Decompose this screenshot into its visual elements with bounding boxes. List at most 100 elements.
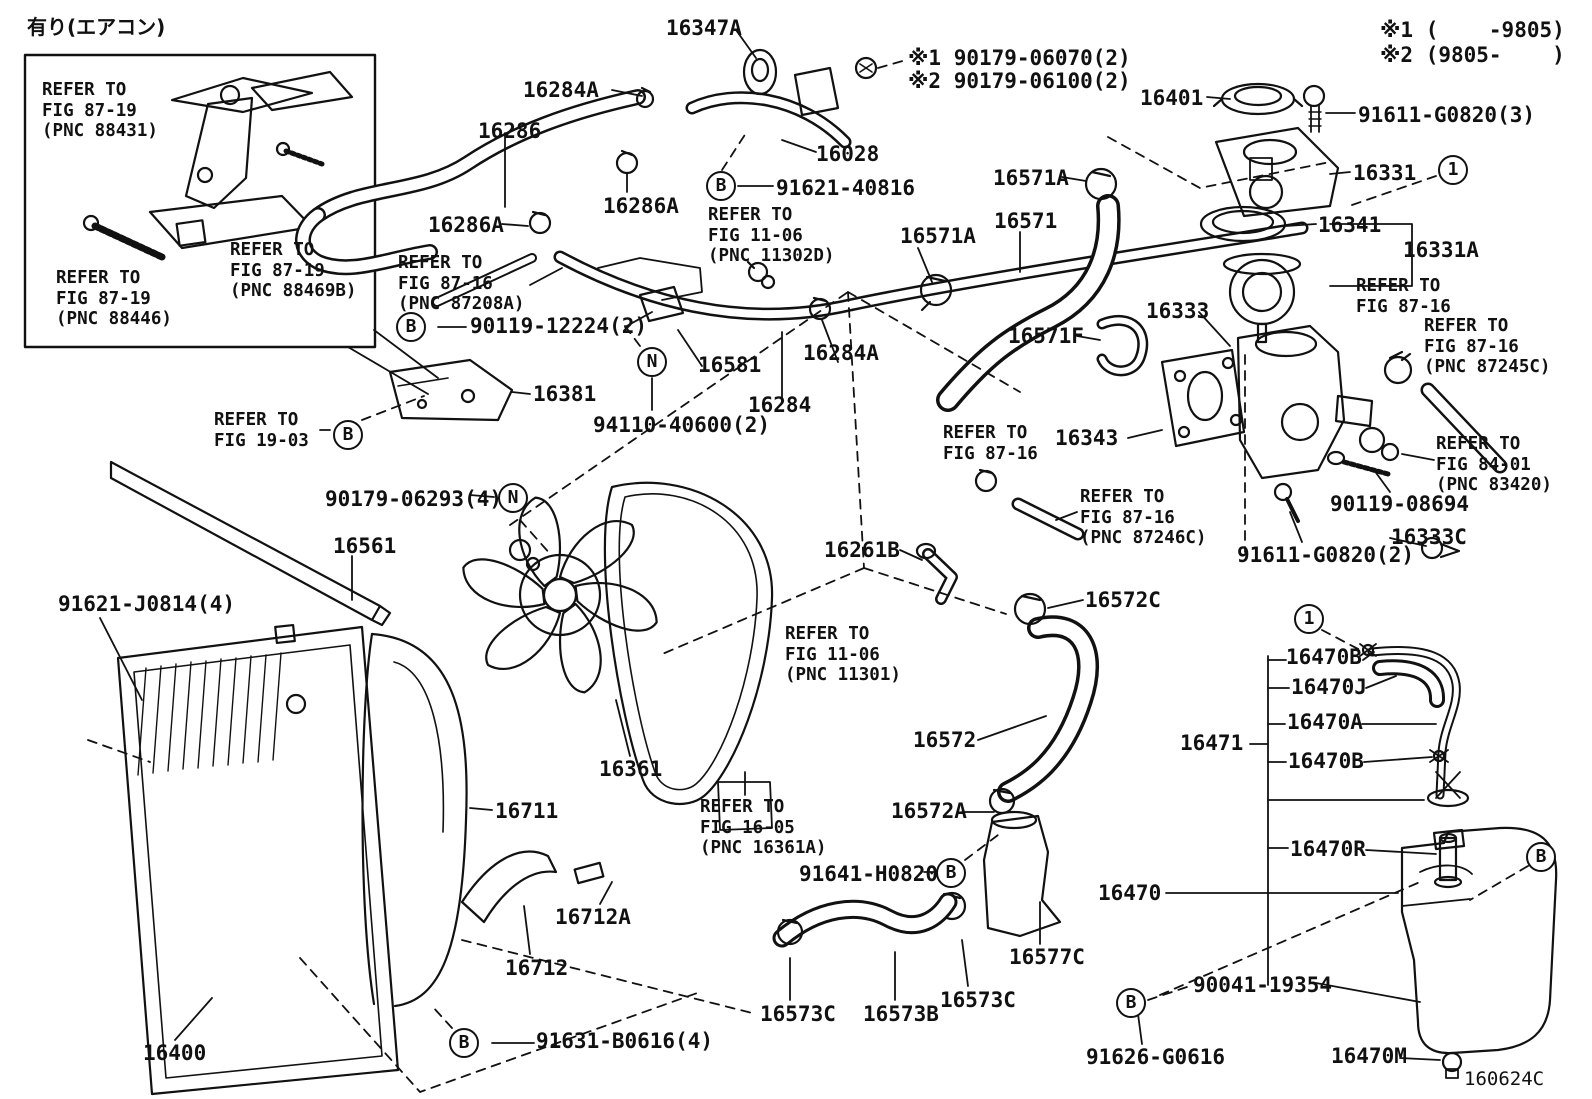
part-91631-B0616: 91631-B0616(4)	[536, 1029, 714, 1053]
part-16286A-left: 16286A	[428, 213, 504, 237]
part-16401: 16401	[1140, 86, 1204, 110]
radiator-sketch	[116, 624, 400, 1096]
dashed-lines	[87, 59, 1529, 1093]
hose-16572-sketch	[988, 592, 1100, 815]
part-16561: 16561	[333, 534, 397, 558]
fan-shroud-sketch	[361, 632, 468, 1008]
outlet-16331-sketch	[1214, 126, 1340, 218]
part-91621-40816: 91621-40816	[776, 176, 916, 200]
part-91611-G0820-3: 91611-G0820(3)	[1358, 103, 1536, 127]
part-16333C: 16333C	[1391, 525, 1467, 549]
note-fig11-06-11301: REFER TO FIG 11-06 (PNC 11301)	[785, 624, 901, 686]
circle-N-94110: N	[637, 347, 667, 377]
part-16470J: 16470J	[1291, 675, 1367, 699]
leader-lines	[99, 29, 1441, 1061]
note-fig11-06-11302d: REFER TO FIG 11-06 (PNC 11302D)	[708, 205, 835, 267]
part-16470M: 16470M	[1331, 1044, 1407, 1068]
note-fig84-01: REFER TO FIG 84-01 (PNC 83420)	[1436, 434, 1552, 496]
part-16573C-right: 16573C	[940, 988, 1016, 1012]
part-16400: 16400	[143, 1041, 207, 1065]
note-fig87-16-87246c: REFER TO FIG 87-16 (PNC 87246C)	[1080, 487, 1207, 549]
part-16261B: 16261B	[824, 538, 900, 562]
injector-11302d-sketch	[746, 260, 776, 290]
part-90179-06100: ※2 90179-06100(2)	[908, 69, 1131, 93]
part-16470: 16470	[1098, 881, 1162, 905]
part-91621-J0814: 91621-J0814(4)	[58, 592, 236, 616]
plate-16333-sketch	[1160, 348, 1246, 448]
inset-box-sketch	[23, 53, 439, 395]
sensor-16333C-sketch	[1420, 536, 1461, 560]
joint-16261B-sketch	[915, 542, 958, 605]
part-90119-08694: 90119-08694	[1330, 492, 1470, 516]
circle-1-tank: 1	[1294, 604, 1324, 634]
part-16471: 16471	[1180, 731, 1244, 755]
circle-B-90119-12224: B	[396, 312, 426, 342]
part-16712: 16712	[505, 956, 569, 980]
part-16343: 16343	[1055, 426, 1119, 450]
part-91641-H0820: 91641-H0820	[799, 862, 939, 886]
hose-16286-sketch	[295, 89, 646, 276]
part-16341: 16341	[1318, 213, 1382, 237]
thermostat-16331A-sketch	[1199, 205, 1302, 344]
part-16571: 16571	[994, 209, 1058, 233]
tank-tube-16470A-sketch	[1359, 643, 1470, 889]
hose-16573B-sketch	[772, 892, 958, 948]
part-16028: 16028	[816, 142, 880, 166]
pipe-16284-sketch	[432, 221, 1309, 321]
circle-B-91631: B	[449, 1028, 479, 1058]
bolt-91611-3-sketch	[1302, 84, 1326, 133]
bracket-16581-sketch	[597, 257, 703, 323]
part-90041-19354: 90041-19354	[1193, 973, 1333, 997]
inset-title: 有り(エアコン)	[27, 15, 166, 39]
clamp-87245c-sketch	[1383, 350, 1508, 474]
housing-16343-sketch	[1236, 324, 1374, 480]
circle-N-90179: N	[498, 483, 528, 513]
part-16286A-right: 16286A	[603, 194, 679, 218]
part-16470A: 16470A	[1287, 710, 1363, 734]
note-star1: ※1 ( -9805)	[1380, 18, 1565, 42]
part-160624C: 160624C	[1464, 1068, 1545, 1090]
note-fig16-05: REFER TO FIG 16-05 (PNC 16361A)	[700, 797, 827, 859]
note-fig87-16-87208a: REFER TO FIG 87-16 (PNC 87208A)	[398, 253, 525, 315]
part-16571F: 16571F	[1008, 324, 1084, 348]
part-16381: 16381	[533, 382, 597, 406]
reserve-tank-sketch	[1400, 826, 1558, 1079]
bracket-16712-sketch	[460, 850, 605, 924]
part-16571A-left: 16571A	[900, 224, 976, 248]
part-91611-G0820-2: 91611-G0820(2)	[1237, 543, 1415, 567]
support-bar-sketch	[109, 460, 392, 627]
part-16286: 16286	[478, 119, 542, 143]
part-16284: 16284	[748, 393, 812, 417]
note-fig87-19-88446: REFER TO FIG 87-19 (PNC 88446)	[56, 268, 172, 330]
part-16712A: 16712A	[555, 905, 631, 929]
part-16347A: 16347A	[666, 16, 742, 40]
sensor-8401-sketch	[1326, 426, 1400, 477]
part-16577C: 16577C	[1009, 945, 1085, 969]
part-90179-06070: ※1 90179-06070(2)	[908, 46, 1131, 70]
belt-sketch	[603, 481, 774, 831]
circle-1-top: 1	[1438, 155, 1468, 185]
note-fig87-16-right: REFER TO FIG 87-16	[1356, 276, 1451, 317]
part-94110-40600: 94110-40600(2)	[593, 413, 771, 437]
circle-B-90041: B	[1116, 988, 1146, 1018]
part-16573B: 16573B	[863, 1002, 939, 1026]
hose-16571-sketch	[919, 167, 1149, 412]
part-16572: 16572	[913, 728, 977, 752]
part-16711: 16711	[495, 799, 559, 823]
part-91626-G0616: 91626-G0616	[1086, 1045, 1226, 1069]
note-fig87-19-88431: REFER TO FIG 87-19 (PNC 88431)	[42, 80, 158, 142]
part-16571A-top: 16571A	[993, 166, 1069, 190]
part-16581: 16581	[698, 353, 762, 377]
note-fig87-16-87245c: REFER TO FIG 87-16 (PNC 87245C)	[1424, 316, 1551, 378]
note-fig87-19-88469b: REFER TO FIG 87-19 (PNC 88469B)	[230, 240, 357, 302]
part-16361: 16361	[599, 757, 663, 781]
part-16470B-1: 16470B	[1286, 645, 1362, 669]
part-16573C-left: 16573C	[760, 1002, 836, 1026]
part-16284A-2: 16284A	[803, 341, 879, 365]
part-16572C: 16572C	[1085, 588, 1161, 612]
part-16572A: 16572A	[891, 799, 967, 823]
note-fig87-16-center: REFER TO FIG 87-16	[943, 423, 1038, 464]
